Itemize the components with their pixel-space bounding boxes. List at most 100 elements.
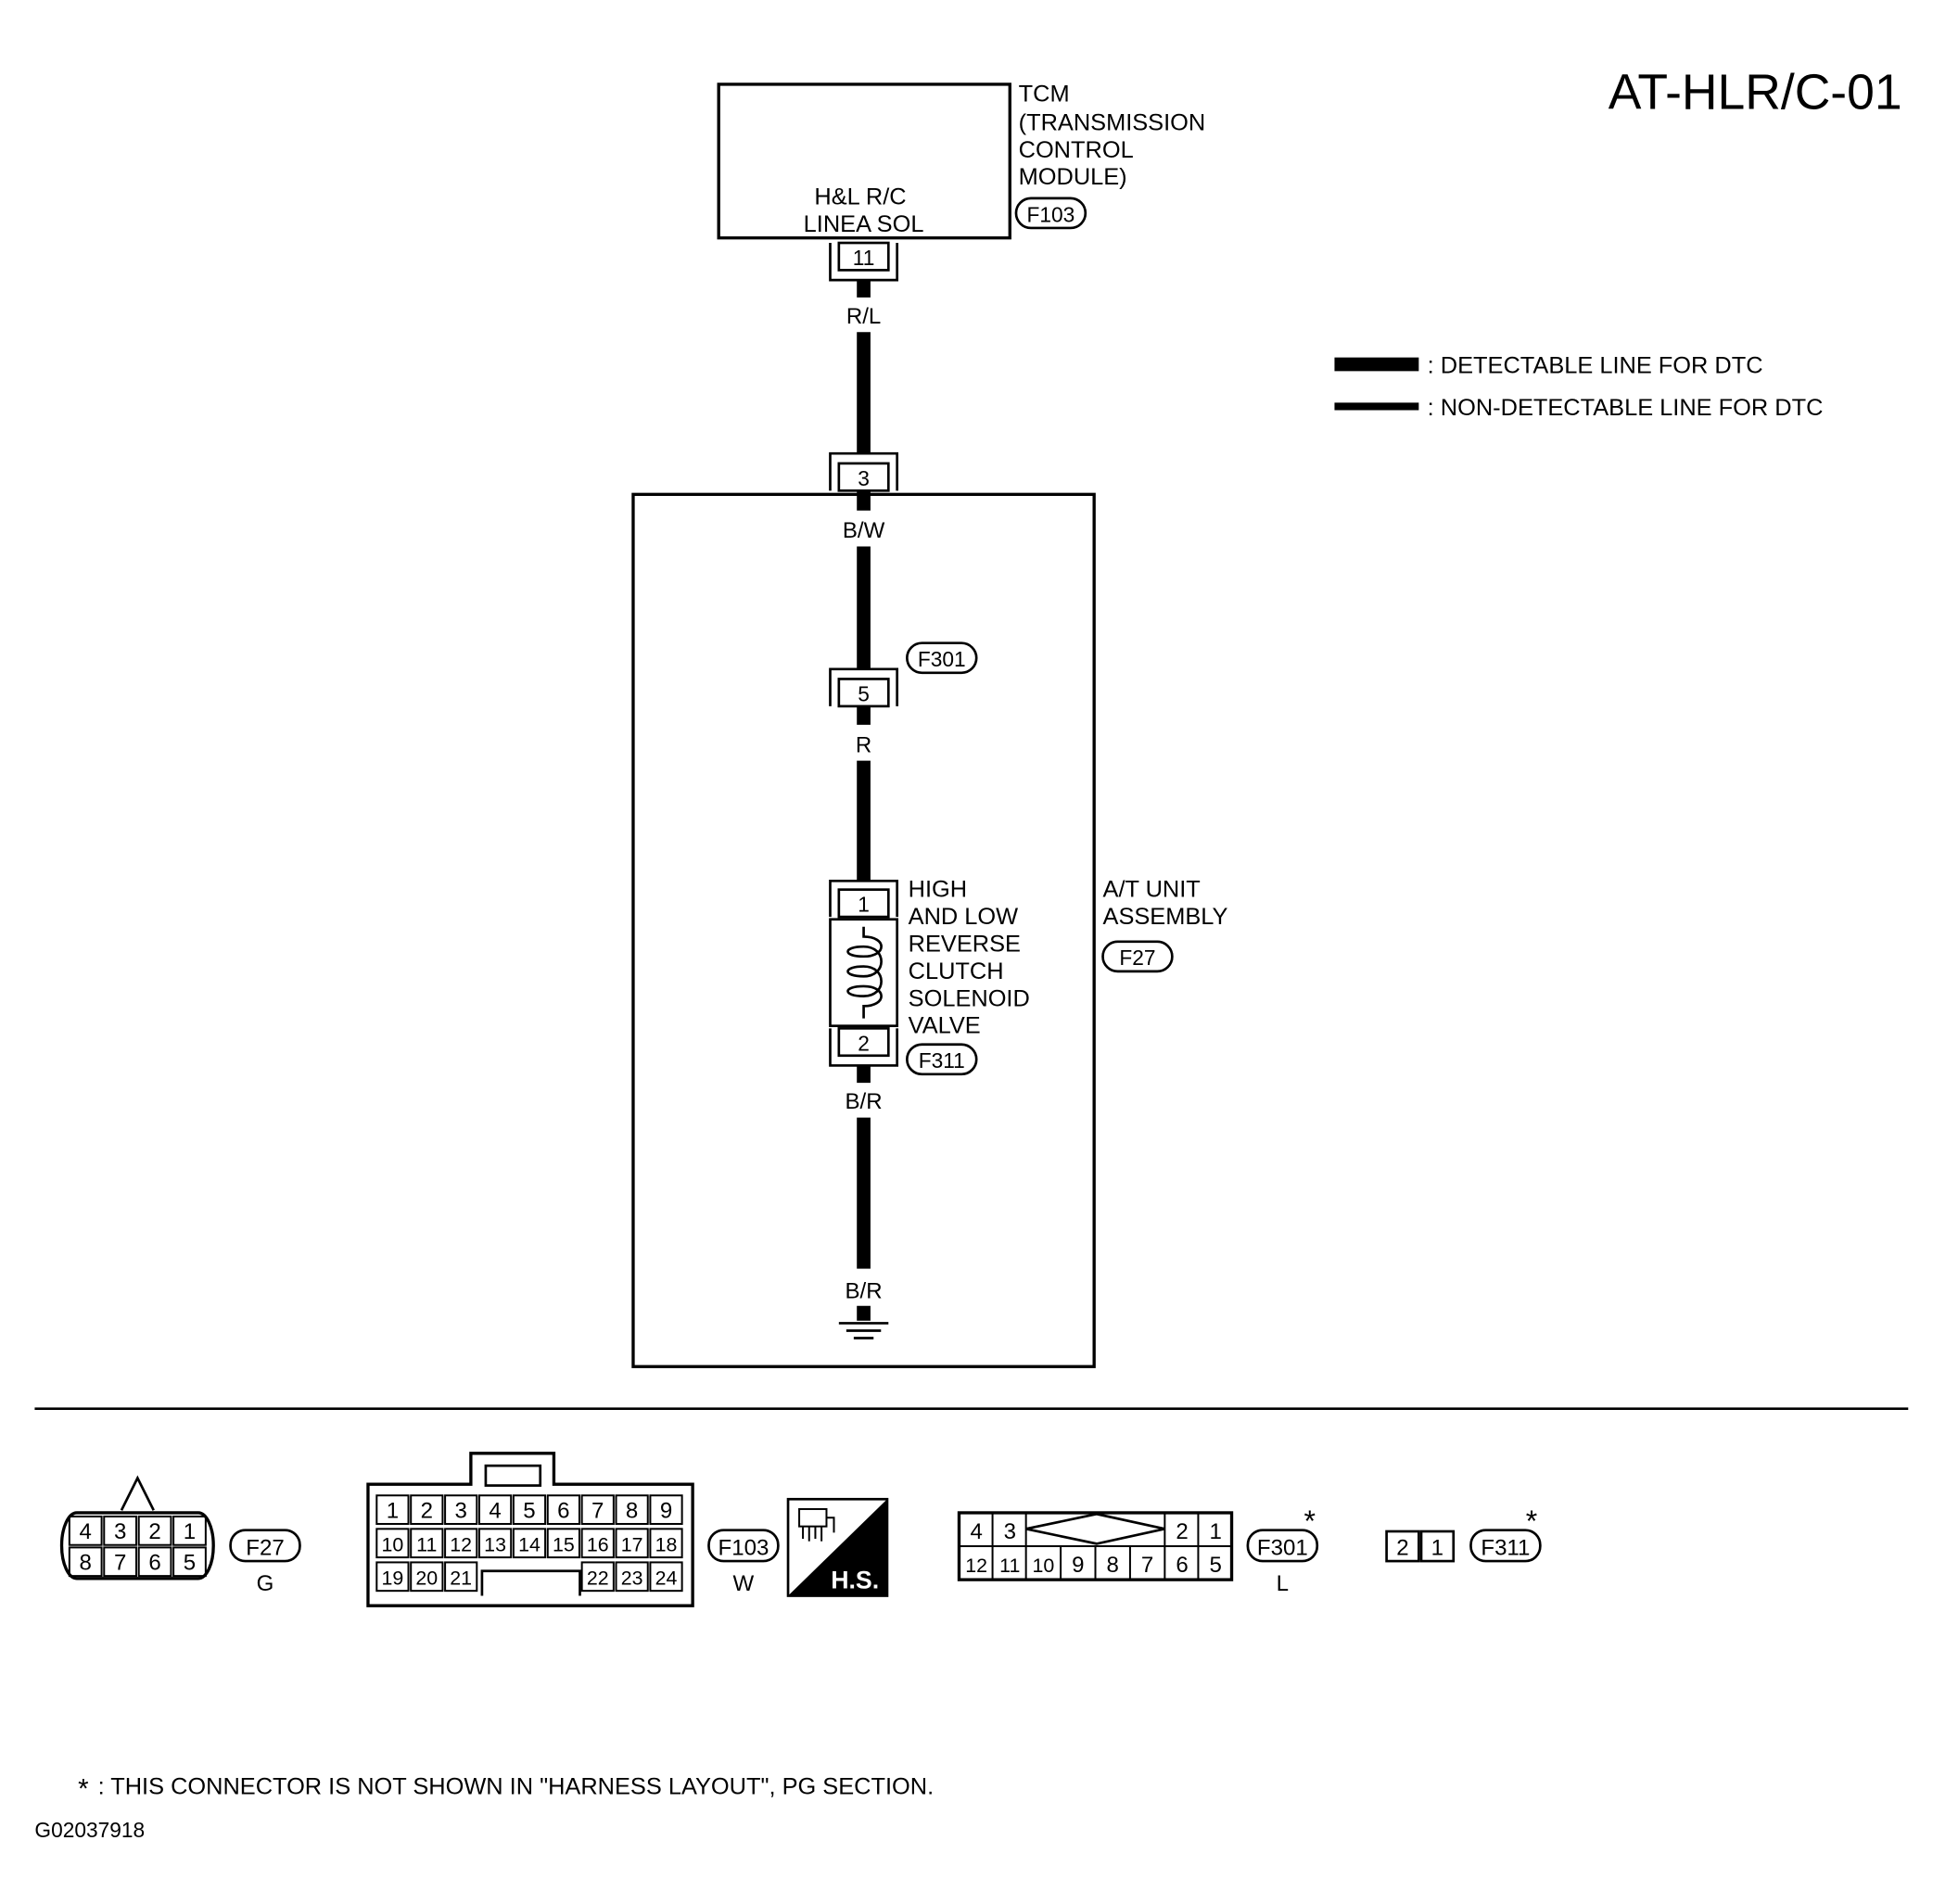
f103-pin-cell <box>512 1494 547 1525</box>
f27-view-badge <box>229 1529 301 1563</box>
tcm-label-line-1: TCM <box>1019 82 1070 108</box>
f103-pin: 3 <box>455 1498 467 1523</box>
tcm-label-line-2: (TRANSMISSION <box>1019 109 1206 135</box>
f103-pin-cell <box>375 1561 410 1593</box>
f103-pin: 7 <box>591 1498 604 1523</box>
ground-icon <box>838 1322 889 1339</box>
f27-pin: 2 <box>148 1519 160 1544</box>
f103-pin-cell <box>410 1561 444 1593</box>
tcm-terminal-label: H&L R/C LINEA SOL <box>804 184 924 237</box>
f311-badge <box>906 1043 978 1076</box>
f103-pin-cell <box>477 1528 513 1559</box>
f311-view-badge-label: F311 <box>1481 1535 1530 1560</box>
solenoid-line-6: VALVE <box>909 1013 981 1039</box>
f311-view-badge <box>1469 1529 1542 1563</box>
f311-asterisk: * <box>1526 1504 1537 1538</box>
solenoid-line-4: CLUTCH <box>909 958 1004 984</box>
solenoid-line-1: HIGH <box>909 877 967 903</box>
f103-pin-cell <box>444 1494 478 1525</box>
f27-pin: 6 <box>148 1550 160 1575</box>
f103-pin: 18 <box>655 1533 678 1555</box>
f103-pin-cell <box>546 1528 580 1559</box>
tcm-label: TCM (TRANSMISSION CONTROL MODULE) <box>1019 82 1213 191</box>
footnote-mark: * <box>78 1773 88 1804</box>
figure-id: G02037918 <box>34 1818 145 1842</box>
pin-11-label: 11 <box>853 246 875 270</box>
legend-non-detectable: : NON-DETECTABLE LINE FOR DTC <box>1428 395 1824 421</box>
f301-badge-label: F301 <box>918 647 966 671</box>
f103-pin: 14 <box>518 1533 540 1555</box>
f301-pin: 10 <box>1032 1555 1054 1577</box>
solenoid-line-2: AND LOW <box>909 904 1018 930</box>
f103-pin: 10 <box>382 1533 404 1555</box>
f103-pin-cell <box>580 1528 615 1559</box>
tcm-label-line-3: CONTROL <box>1019 137 1134 163</box>
f103-pin: 15 <box>553 1533 575 1555</box>
f301-pin: 8 <box>1107 1553 1119 1578</box>
f103-pin: 22 <box>587 1567 609 1589</box>
wire-br-label-lower: B/R <box>846 1279 883 1304</box>
f27-color: G <box>257 1571 274 1596</box>
hs-badge: H.S. <box>786 1497 889 1597</box>
wire-br-label-upper: B/R <box>846 1089 883 1114</box>
f103-latch <box>484 1464 542 1487</box>
footnote: * : THIS CONNECTOR IS NOT SHOWN IN "HARN… <box>78 1773 934 1804</box>
f103-pin: 9 <box>660 1498 672 1523</box>
f301-pin: 11 <box>999 1555 1020 1577</box>
f103-pin-cell <box>649 1561 683 1593</box>
f301-badge <box>906 641 978 675</box>
pin-1-bracket <box>829 879 898 918</box>
f27-pin: 5 <box>184 1550 196 1575</box>
f103-pin-cell <box>649 1494 683 1525</box>
f103-pin: 4 <box>489 1498 501 1523</box>
f103-view-badge <box>707 1529 780 1563</box>
legend-detectable: : DETECTABLE LINE FOR DTC <box>1428 352 1763 378</box>
wire-rl-label: R/L <box>846 304 881 329</box>
f301-view-badge-label: F301 <box>1257 1535 1308 1560</box>
hs-label: H.S. <box>831 1566 879 1593</box>
f103-pin: 8 <box>626 1498 638 1523</box>
f103-pin-cell <box>444 1528 478 1559</box>
f301-pin: 1 <box>1209 1519 1221 1544</box>
f27-pin: 8 <box>80 1550 92 1575</box>
f301-connector-view: 4 3 2 1 12 11 10 9 8 7 6 5 F301 * L <box>957 1504 1319 1596</box>
f103-pin: 20 <box>415 1567 438 1589</box>
f301-asterisk: * <box>1304 1504 1315 1538</box>
f103-pin-cell <box>615 1528 649 1559</box>
f311-pin: 2 <box>1396 1535 1408 1560</box>
f103-pin: 24 <box>655 1567 678 1589</box>
pin-3-bracket <box>829 451 898 491</box>
solenoid-label: HIGH AND LOW REVERSE CLUTCH SOLENOID VAL… <box>909 877 1036 1039</box>
f103-pin-cell <box>410 1494 444 1525</box>
f103-pin-cell <box>546 1494 580 1525</box>
f103-pin: 16 <box>587 1533 609 1555</box>
pin-3-label: 3 <box>858 466 870 490</box>
f103-pin-cell <box>580 1561 615 1593</box>
pin-5-box <box>837 678 890 708</box>
pin-1-box <box>837 888 890 919</box>
pin-2-box <box>837 1027 890 1058</box>
f103-pin-cell <box>477 1494 513 1525</box>
wire-r-label: R <box>856 732 871 757</box>
f103-pin: 11 <box>416 1533 437 1555</box>
f103-pin-cell <box>615 1561 649 1593</box>
solenoid-line-3: REVERSE <box>909 932 1021 958</box>
f103-pin: 23 <box>621 1567 643 1589</box>
f103-pin-cell <box>649 1528 683 1559</box>
f301-color: L <box>1277 1571 1289 1596</box>
f103-pin: 1 <box>387 1498 399 1523</box>
f27-pin: 7 <box>114 1550 126 1575</box>
pin-2-label: 2 <box>858 1031 870 1055</box>
f103-pin: 6 <box>557 1498 569 1523</box>
page-code: AT-HLR/C-01 <box>1609 66 1902 121</box>
f103-pin: 17 <box>621 1533 643 1555</box>
f103-color: W <box>733 1571 755 1596</box>
pin-5-bracket <box>829 667 898 706</box>
f27-pin: 4 <box>80 1519 92 1544</box>
solenoid-line-5: SOLENOID <box>909 985 1030 1011</box>
f301-key-diamond-icon <box>1025 1512 1165 1545</box>
at-unit-label: A/T UNIT ASSEMBLY <box>1103 877 1228 930</box>
f301-pin: 2 <box>1176 1519 1188 1544</box>
